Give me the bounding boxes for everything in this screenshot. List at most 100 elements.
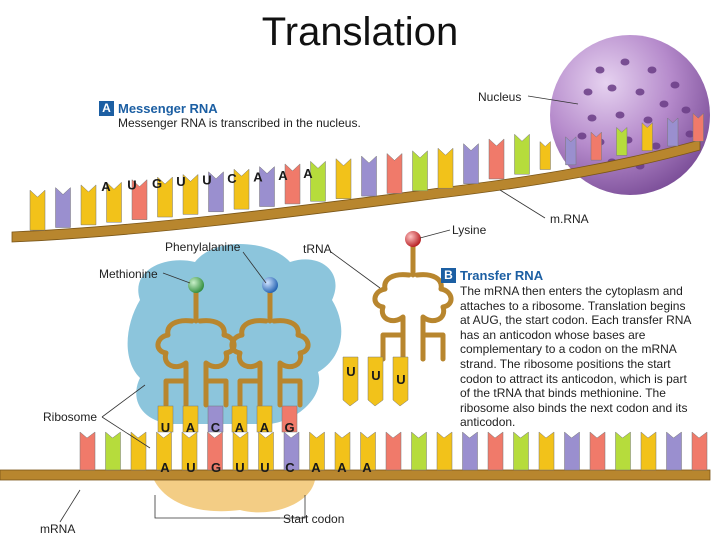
mrna-base: [411, 431, 427, 471]
label-phenylalanine: Phenylalanine: [165, 240, 241, 254]
mrna-base: [79, 431, 96, 471]
mrna-base: [156, 431, 172, 471]
mrna-base: [412, 150, 428, 192]
trna-lysine: [372, 244, 454, 362]
anticodon-letter: U: [161, 420, 170, 435]
label-mrna-top: m.RNA: [550, 212, 589, 226]
top-base-letter: U: [202, 173, 211, 188]
mrna-base: [106, 181, 122, 223]
nuclear-pore: [615, 111, 625, 119]
top-base-letter: A: [253, 169, 263, 184]
mrna-base: [436, 431, 453, 471]
lysine-anticodon-base: [367, 356, 384, 407]
label-nucleus: Nucleus: [478, 90, 522, 104]
section-a-heading: Messenger RNA: [118, 101, 218, 116]
nuclear-pore: [577, 132, 587, 140]
top-mrna-backbone: [11, 139, 701, 243]
section-b-badge: B: [441, 268, 456, 283]
mrna-base: [334, 431, 351, 471]
mrna-base: [538, 431, 555, 471]
label-mrna-bottom: mRNA: [40, 522, 76, 536]
mrna-base: [564, 431, 580, 471]
lysine-anticodon-base: [342, 356, 359, 407]
nuclear-pore: [587, 114, 597, 122]
section-a-badge: A: [99, 101, 114, 116]
methionine-ball: [188, 277, 204, 293]
bottom-base-letter: G: [211, 460, 221, 475]
bottom-base-letter: U: [235, 460, 244, 475]
mrna-base: [80, 184, 97, 226]
mrna-base: [641, 122, 653, 151]
mrna-base: [181, 431, 198, 471]
top-base-letter: G: [152, 176, 162, 191]
label-methionine: Methionine: [99, 267, 158, 281]
bottom-mrna-backbone: [0, 469, 711, 481]
nuclear-pore: [651, 142, 661, 150]
top-base-letter: A: [303, 166, 313, 181]
anticodon-base: [157, 405, 174, 433]
top-base-letter: A: [278, 168, 288, 183]
mrna-base: [259, 165, 275, 207]
bottom-base-letter: U: [186, 460, 195, 475]
section-b-line: anticodon.: [460, 415, 516, 430]
mrna-base: [513, 431, 529, 471]
bottom-base-letter: C: [285, 460, 295, 475]
bottom-base-letter: A: [311, 460, 321, 475]
lysine-anticodon-base: [392, 356, 409, 407]
bottom-base-letter: A: [362, 460, 372, 475]
mrna-base: [386, 152, 403, 194]
nuclear-pore: [595, 66, 605, 74]
mrna-base: [666, 431, 682, 471]
mrna-base: [335, 158, 352, 199]
anticodon-letter: A: [186, 420, 196, 435]
mrna-base: [616, 126, 628, 156]
label-trna: tRNA: [303, 242, 332, 256]
mrna-base: [310, 160, 326, 202]
nuclear-pore: [685, 130, 695, 138]
anticodon-base: [231, 405, 248, 433]
lysine-anticodon-letter: U: [396, 372, 405, 387]
leader-lines: [59, 95, 579, 523]
anticodon-base: [256, 405, 273, 433]
nuclear-pore: [647, 66, 657, 74]
top-base-letter: U: [127, 177, 136, 192]
nuclear-pore: [681, 106, 691, 114]
mrna-base: [208, 171, 224, 213]
mrna-base: [284, 163, 301, 205]
mrna-base: [283, 431, 300, 471]
mrna-base: [130, 431, 147, 471]
anticodon-letter: G: [284, 420, 294, 435]
ribosome-small-subunit: [150, 470, 315, 513]
mrna-base: [157, 176, 173, 218]
anticodon-base: [182, 405, 199, 433]
mrna-base: [514, 133, 530, 175]
top-base-letter: C: [227, 171, 237, 186]
section-b-line: at AUG, the start codon. Each transfer R…: [460, 313, 692, 328]
mrna-base: [692, 112, 704, 142]
mrna-base: [105, 431, 121, 471]
mrna-base: [667, 117, 679, 147]
mrna-base: [29, 189, 46, 231]
mrna-base: [615, 431, 631, 471]
mrna-base: [258, 431, 274, 471]
nuclear-pore: [607, 84, 617, 92]
mrna-base: [233, 168, 250, 210]
lysine-ball: [405, 231, 421, 247]
section-b-line: strand. The ribosome positions the start: [460, 356, 671, 371]
mrna-base: [437, 147, 454, 189]
mrna-base: [487, 431, 504, 471]
label-ribosome: Ribosome: [43, 410, 98, 424]
mrna-base: [131, 179, 148, 220]
anticodon-base: [207, 405, 224, 433]
section-b-heading: Transfer RNA: [460, 268, 544, 283]
mrna-base: [232, 431, 249, 471]
bottom-base-letter: A: [337, 460, 347, 475]
top-base-letter: A: [101, 179, 111, 194]
label-start-codon: Start codon: [283, 512, 345, 526]
mrna-base: [462, 431, 478, 471]
label-lysine: Lysine: [452, 223, 487, 237]
mrna-base: [463, 143, 479, 184]
mrna-base: [182, 173, 199, 215]
